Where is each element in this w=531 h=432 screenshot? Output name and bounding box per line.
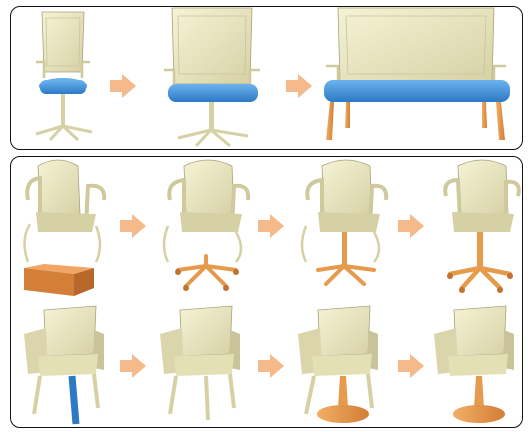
- armchair-pedestal-icon: [434, 305, 514, 423]
- arrow-icon: [120, 214, 146, 238]
- swivel-chair-icon: [443, 159, 521, 293]
- armchair-pedestal-icon: [298, 305, 378, 423]
- arrow-icon: [398, 214, 424, 238]
- arrow-icon: [120, 354, 146, 378]
- armchair-icon: [160, 305, 240, 421]
- office-chair-icon: [35, 11, 93, 142]
- arrow-icon: [258, 214, 284, 238]
- cantilever-chair-column-icon: [300, 159, 389, 286]
- arrow-icon: [258, 354, 284, 378]
- cantilever-chair-star-base-icon: [162, 159, 251, 291]
- bench-icon: [324, 7, 510, 140]
- wide-chair-icon: [164, 7, 260, 148]
- arrow-icon: [110, 74, 136, 98]
- arrow-icon: [286, 74, 312, 98]
- cantilever-chair-box-base-icon: [23, 159, 107, 296]
- armchair-blue-leg-icon: [24, 305, 104, 425]
- arrow-icon: [398, 354, 424, 378]
